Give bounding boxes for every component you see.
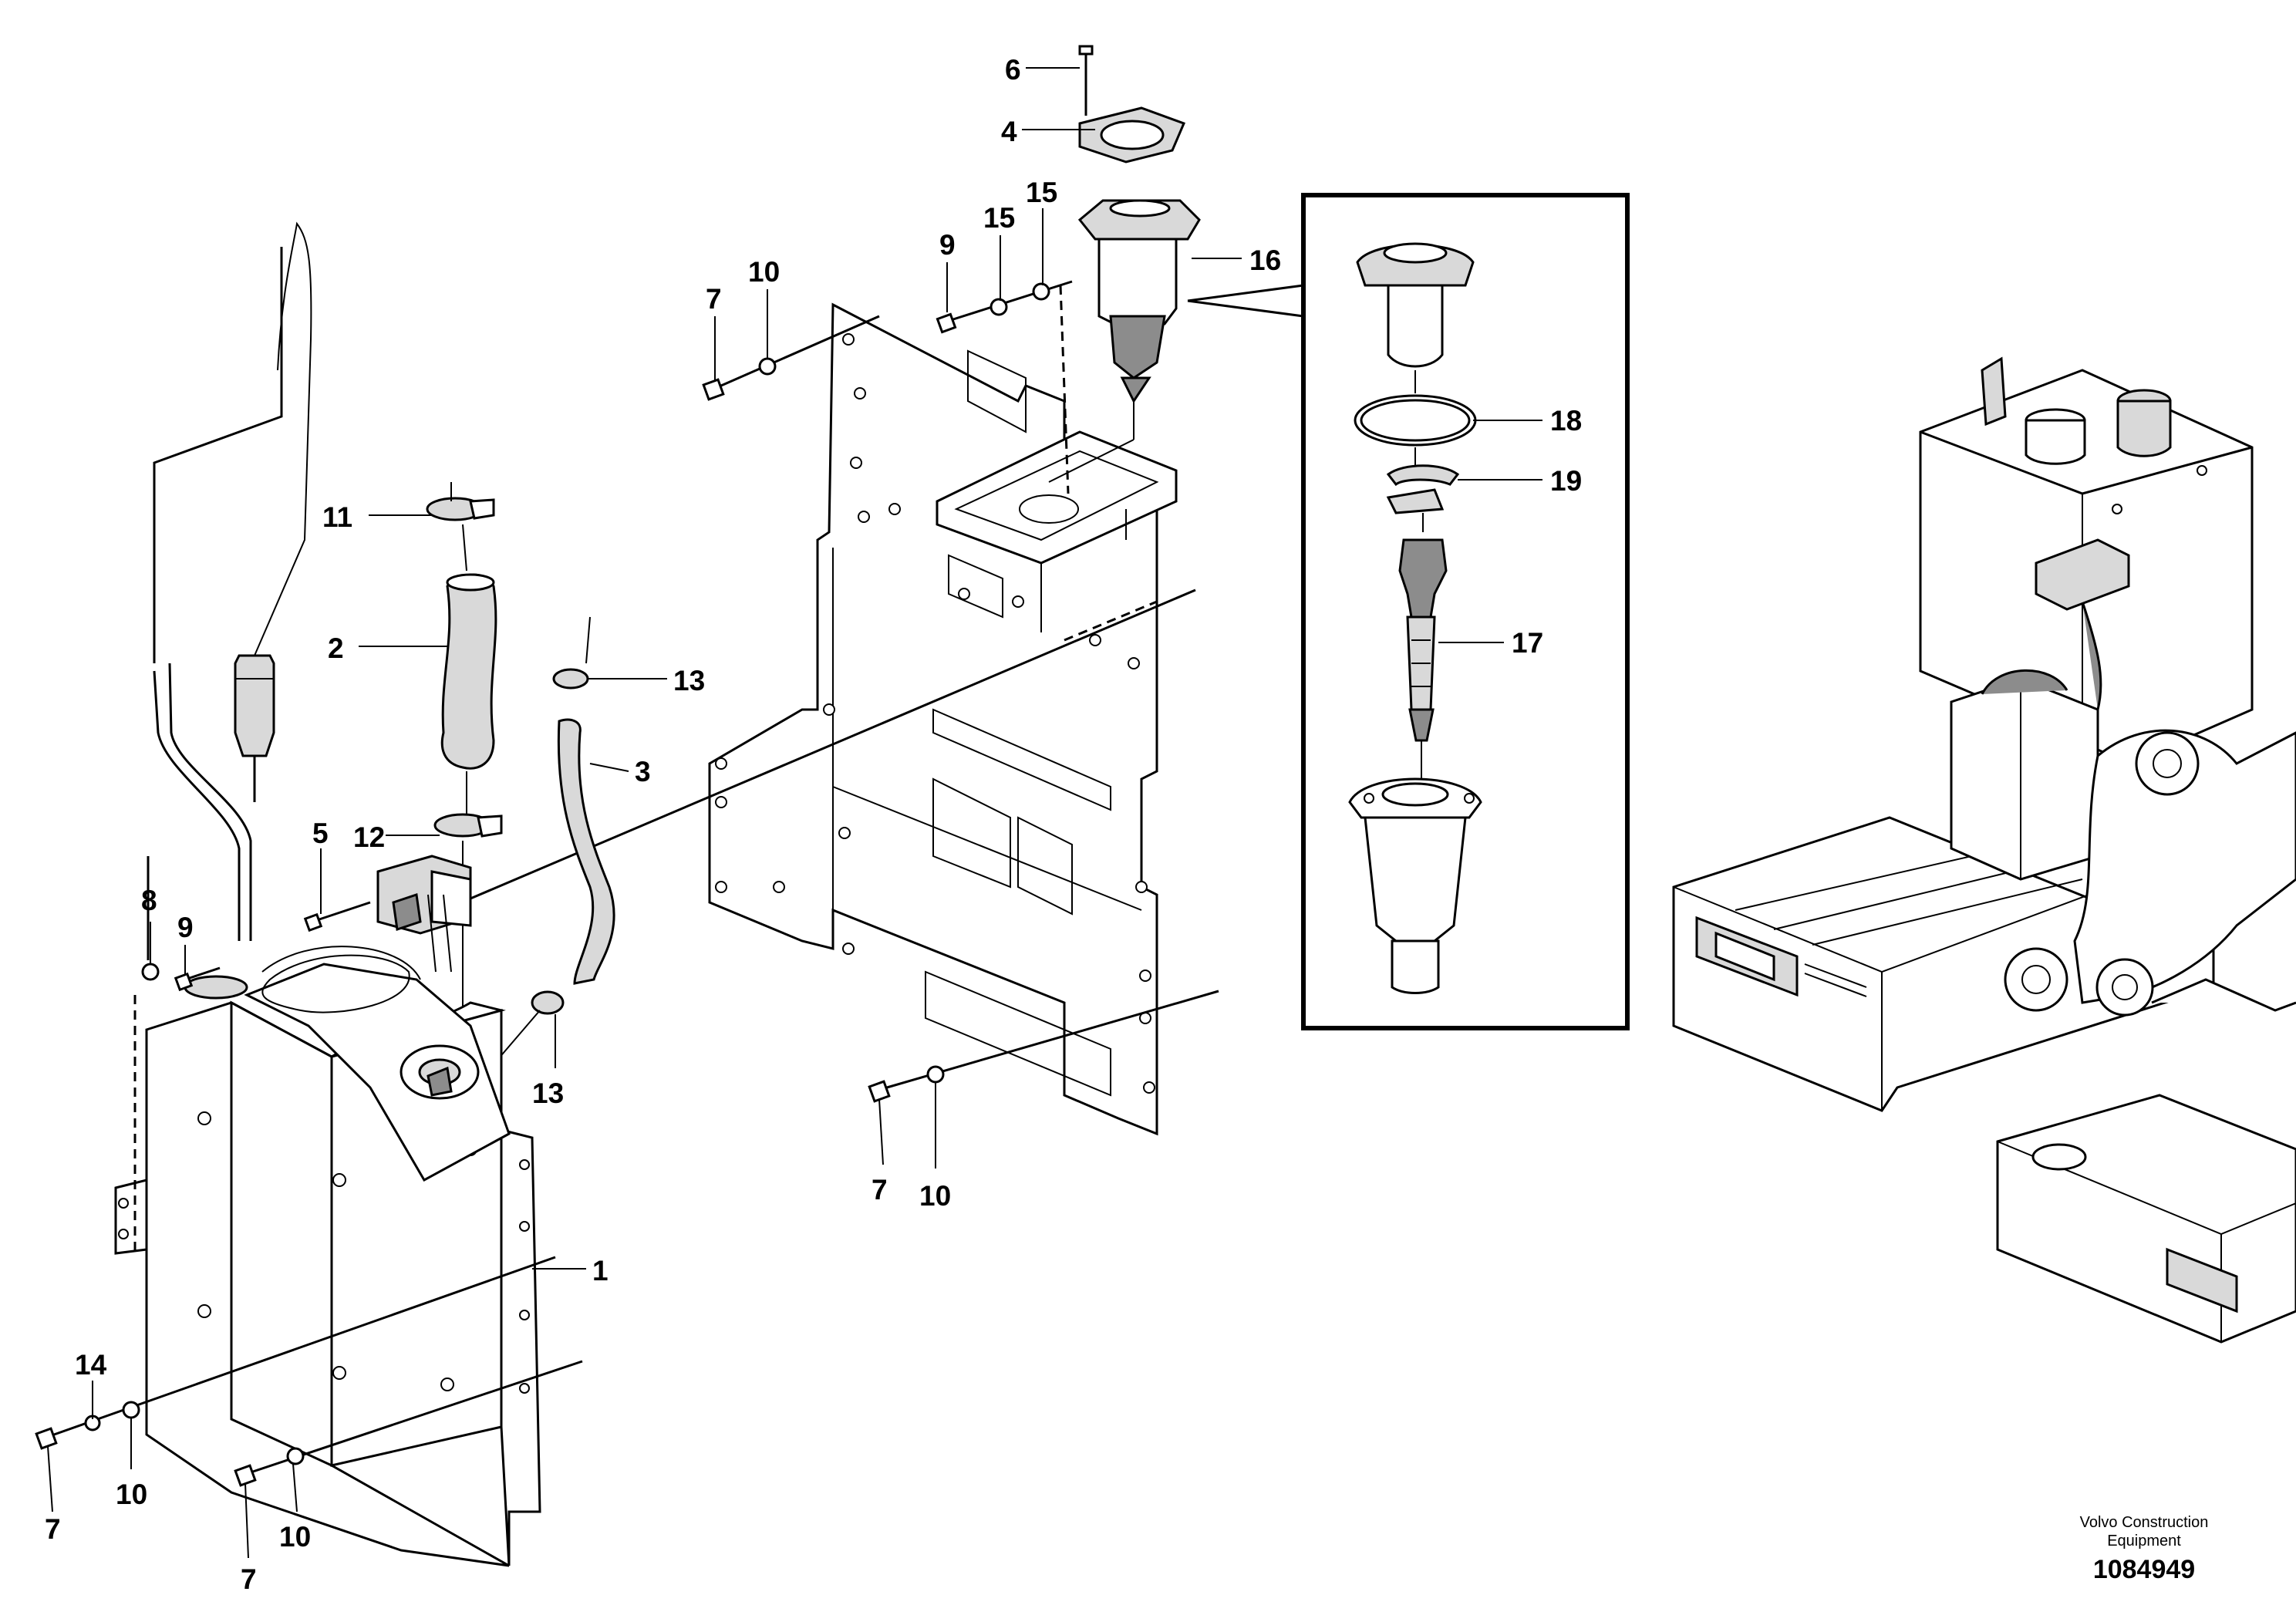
washer-icon xyxy=(141,963,160,981)
bolt-6 xyxy=(1078,45,1094,116)
callout-10-upper: 10 xyxy=(748,256,780,288)
callout-11: 11 xyxy=(322,501,352,533)
callout-2: 2 xyxy=(328,632,344,664)
bolt-icon xyxy=(702,378,725,401)
bolt-icon xyxy=(174,972,194,992)
callout-7-left: 7 xyxy=(45,1513,61,1545)
bolt-icon xyxy=(1078,45,1094,56)
machine-overview xyxy=(1672,356,2296,1344)
callout-1: 1 xyxy=(592,1255,609,1286)
callout-8: 8 xyxy=(141,885,157,916)
flange-4 xyxy=(1078,106,1186,164)
callout-12: 12 xyxy=(353,821,385,853)
callout-15-right: 15 xyxy=(1026,177,1057,208)
filler-bracket xyxy=(936,430,1178,632)
brand-name-line2: Equipment xyxy=(2107,1533,2181,1549)
hose-2 xyxy=(440,573,497,770)
bolt-icon xyxy=(234,1464,257,1487)
plate-fasteners-upper xyxy=(702,315,880,401)
bolt-icon xyxy=(868,1080,891,1103)
callout-7-right: 7 xyxy=(872,1174,888,1206)
drawing-number: 1084949 xyxy=(2092,1555,2196,1584)
callout-19: 19 xyxy=(1550,465,1582,497)
tank-top-bracket xyxy=(184,894,511,1182)
plate-fasteners-lower xyxy=(868,990,1219,1103)
callout-16: 16 xyxy=(1249,244,1281,276)
tank-lower-fasteners xyxy=(35,1256,583,1487)
callout-10-left: 10 xyxy=(116,1479,147,1510)
leader-lines xyxy=(47,67,1242,1559)
callout-7-upper: 7 xyxy=(706,283,722,315)
bolt-5 xyxy=(303,901,371,932)
washer-icon xyxy=(286,1447,305,1465)
hose-clamp-icon xyxy=(552,668,589,690)
callout-13-upper: 13 xyxy=(673,665,705,696)
callout-9-upper: 9 xyxy=(939,229,956,261)
callouts: 6 4 16 9 15 15 7 10 11 2 12 5 13 3 13 1 … xyxy=(45,54,1582,1595)
clamp-12 xyxy=(433,813,503,838)
washer-icon xyxy=(122,1401,140,1419)
upper-fasteners xyxy=(936,280,1073,494)
retainer-19 xyxy=(1386,464,1460,487)
callout-9-lower: 9 xyxy=(177,912,194,943)
washer-icon xyxy=(1032,282,1050,301)
valve-block xyxy=(376,855,472,935)
bolt-icon xyxy=(303,912,323,932)
callout-3: 3 xyxy=(635,756,651,787)
bolt-icon xyxy=(35,1427,58,1450)
callout-17: 17 xyxy=(1512,627,1543,659)
callout-13-lower: 13 xyxy=(532,1077,564,1109)
callout-18: 18 xyxy=(1550,405,1582,437)
washer-icon xyxy=(758,357,777,376)
detail-inset xyxy=(1187,193,1630,1030)
callout-10-right: 10 xyxy=(919,1180,951,1212)
callout-10-bottom: 10 xyxy=(279,1521,311,1553)
brand-name: Volvo Construction xyxy=(2079,1514,2209,1531)
callout-6: 6 xyxy=(1005,54,1021,86)
bolt-icon xyxy=(936,312,957,334)
callout-7-bottom: 7 xyxy=(241,1563,257,1595)
callout-4: 4 xyxy=(1001,116,1017,147)
hose-clamp-icon xyxy=(531,990,565,1015)
callout-14: 14 xyxy=(75,1349,107,1381)
washer-icon xyxy=(926,1065,945,1084)
clamp-11 xyxy=(426,497,495,521)
washer-icon xyxy=(990,298,1008,316)
mounting-plate xyxy=(708,302,1158,1136)
callout-15-left: 15 xyxy=(983,202,1015,234)
callout-5: 5 xyxy=(312,818,329,849)
breather-line xyxy=(153,221,312,941)
filler-neck-16 xyxy=(1048,199,1201,483)
